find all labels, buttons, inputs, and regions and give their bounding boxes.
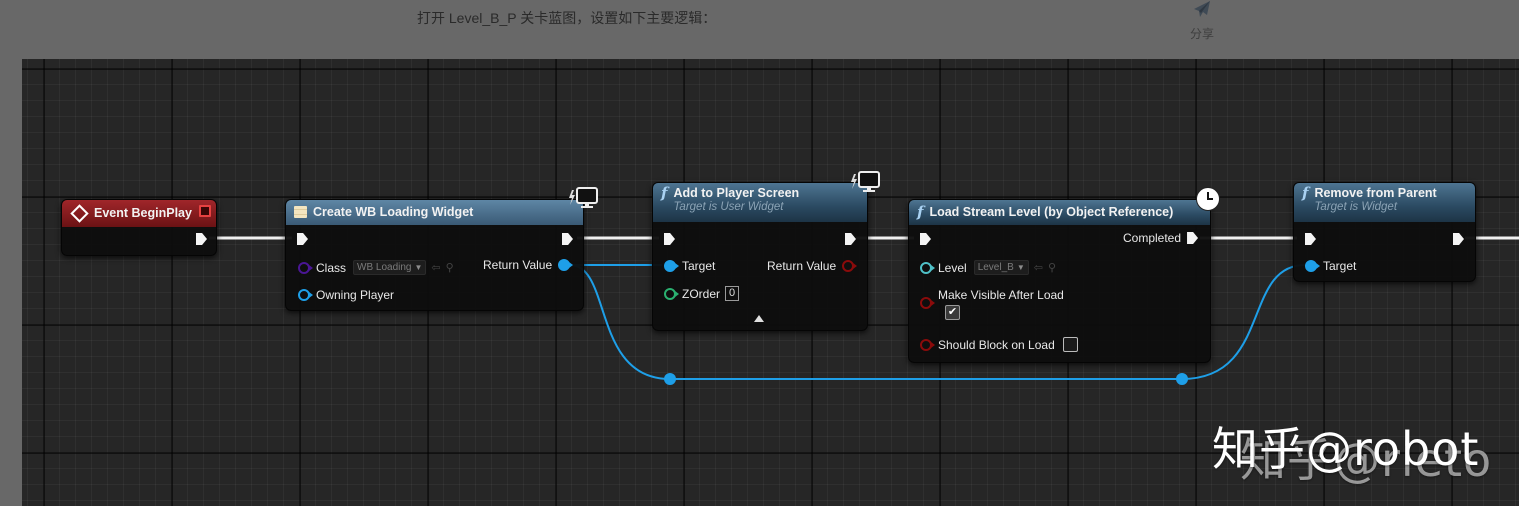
pin-label: Class (316, 260, 347, 275)
event-diamond-icon (70, 203, 89, 223)
should-block-checkbox[interactable] (1062, 337, 1078, 352)
node-event-beginplay[interactable]: Event BeginPlay (61, 199, 217, 256)
class-pin-icon[interactable] (298, 261, 313, 274)
node-header: Event BeginPlay (62, 200, 216, 227)
level-pin-icon[interactable] (920, 261, 935, 274)
node-header: Create WB Loading Widget (286, 200, 583, 225)
node-title: Load Stream Level (by Object Reference) (929, 205, 1174, 219)
pin-return-value[interactable]: Return Value (767, 259, 858, 273)
pin-return-value[interactable]: Return Value (483, 258, 574, 272)
delegate-pin-icon[interactable] (199, 205, 211, 217)
zorder-input[interactable]: 0 (725, 286, 740, 301)
completed-exec-out-pin[interactable] (1187, 232, 1199, 244)
share-button[interactable]: 分享 (1183, 0, 1221, 48)
pin-make-visible[interactable]: Make Visible After Load ✔ (920, 288, 1064, 320)
exec-in-pin[interactable] (920, 233, 931, 245)
node-load-stream-level[interactable]: f Load Stream Level (by Object Reference… (908, 199, 1211, 363)
expand-advanced-arrow-icon[interactable] (754, 315, 764, 322)
pin-label: Return Value (483, 258, 553, 272)
node-add-to-player-screen[interactable]: f Add to Player Screen Target is User Wi… (652, 182, 868, 331)
should-block-pin-icon[interactable] (920, 338, 935, 351)
pin-target[interactable]: Target (664, 259, 715, 273)
article-instruction-text: 打开 Level_B_P 关卡蓝图，设置如下主要逻辑： (417, 10, 717, 26)
pin-label: Level (938, 260, 967, 275)
pin-owning-player[interactable]: Owning Player (298, 288, 394, 302)
node-title: Remove from Parent (1314, 186, 1437, 200)
node-title: Event BeginPlay (94, 206, 192, 220)
exec-out-pin[interactable] (196, 233, 207, 245)
pin-label: Return Value (767, 259, 837, 273)
exec-out-pin[interactable] (845, 233, 856, 245)
pin-level[interactable]: Level Level_B ▼ ⇦ ⚲ (920, 260, 1056, 275)
pin-class[interactable]: Class WB Loading ▼ ⇦ ⚲ (298, 260, 454, 275)
monitor-icon (851, 171, 880, 192)
clock-icon (1196, 187, 1220, 211)
node-title: Create WB Loading Widget (313, 205, 474, 219)
target-pin-icon[interactable] (1305, 260, 1320, 272)
browse-search-icon[interactable]: ⚲ (1047, 262, 1057, 274)
return-value-pin-icon[interactable] (842, 260, 858, 272)
exec-out-pin[interactable] (1453, 233, 1464, 245)
pin-label: Make Visible After Load (938, 288, 1064, 302)
watermark-text: 知乎@robot (1212, 422, 1480, 476)
object-wire-reroute-to-remove-target (1181, 264, 1306, 380)
function-icon: f (661, 184, 668, 202)
share-label: 分享 (1189, 27, 1214, 41)
pin-label: Target (682, 259, 716, 273)
return-value-pin-icon[interactable] (558, 259, 574, 271)
function-icon: f (917, 202, 924, 221)
pin-label: Completed (1123, 231, 1182, 245)
make-visible-pin-icon[interactable] (920, 297, 935, 309)
use-selected-arrow-icon[interactable]: ⇦ (431, 262, 441, 274)
function-icon: f (1302, 184, 1309, 202)
pin-label: Target (1323, 259, 1357, 273)
paper-plane-icon (1194, 1, 1210, 17)
owning-player-pin-icon[interactable] (298, 289, 313, 301)
chevron-down-icon: ▼ (414, 263, 423, 272)
pin-label: ZOrder (682, 286, 721, 301)
level-dropdown-value: Level_B (977, 262, 1014, 273)
make-visible-checkbox[interactable]: ✔ (945, 305, 960, 320)
node-header: f Load Stream Level (by Object Reference… (909, 200, 1210, 225)
pin-completed[interactable]: Completed (1123, 231, 1199, 245)
node-title: Add to Player Screen (673, 186, 800, 200)
zorder-pin-icon[interactable] (664, 287, 679, 300)
exec-out-pin[interactable] (562, 233, 573, 245)
use-selected-arrow-icon[interactable]: ⇦ (1033, 262, 1043, 274)
node-header: f Remove from Parent Target is Widget (1294, 183, 1475, 222)
exec-in-pin[interactable] (664, 233, 675, 245)
pin-should-block[interactable]: Should Block on Load (920, 337, 1078, 352)
node-remove-from-parent[interactable]: f Remove from Parent Target is Widget Ta… (1293, 182, 1476, 282)
widget-icon (294, 206, 307, 218)
level-dropdown[interactable]: Level_B ▼ (973, 260, 1029, 275)
browse-search-icon[interactable]: ⚲ (445, 262, 454, 274)
target-pin-icon[interactable] (664, 260, 679, 272)
node-header: f Add to Player Screen Target is User Wi… (653, 183, 867, 222)
node-subtitle: Target is User Widget (673, 201, 784, 213)
pin-label: Should Block on Load (938, 337, 1055, 352)
pin-target[interactable]: Target (1305, 259, 1356, 273)
reroute-node-right (1176, 373, 1188, 385)
watermark-ghost-text: 知乎@rieto (1240, 433, 1493, 487)
pin-label: Owning Player (316, 288, 395, 302)
exec-in-pin[interactable] (297, 233, 308, 245)
node-create-widget[interactable]: Create WB Loading Widget Class WB Loadin… (285, 199, 584, 311)
pin-zorder[interactable]: ZOrder 0 (664, 286, 740, 301)
exec-in-pin[interactable] (1305, 233, 1316, 245)
node-subtitle: Target is Widget (1314, 201, 1398, 213)
class-dropdown[interactable]: WB Loading ▼ (353, 260, 427, 275)
class-dropdown-value: WB Loading (357, 262, 412, 273)
monitor-icon (569, 187, 598, 208)
chevron-down-icon: ▼ (1016, 263, 1025, 272)
reroute-node-left (664, 373, 676, 385)
blueprint-graph-canvas[interactable]: Event BeginPlay Create WB Loading Widget… (22, 59, 1519, 506)
